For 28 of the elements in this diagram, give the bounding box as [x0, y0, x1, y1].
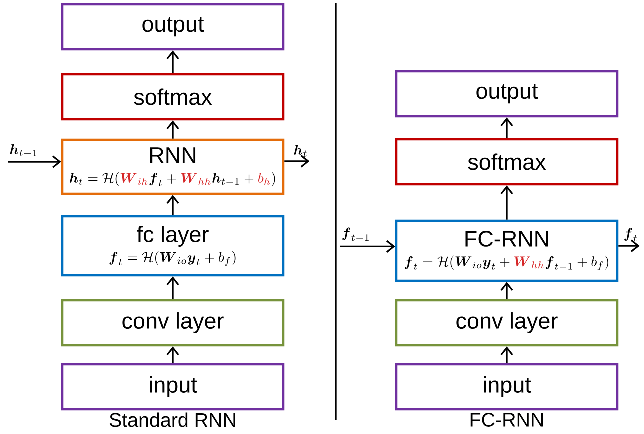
arrow: [166, 120, 180, 139]
arrow: [500, 118, 514, 138]
conv-layer-box: conv layer: [395, 299, 619, 347]
arrow: [166, 346, 180, 364]
state-symbol: $\boldsymbol{f}_{t-1}$: [342, 228, 369, 242]
output-box: output: [61, 3, 285, 51]
input-box: input: [395, 363, 619, 411]
state-symbol: $\boldsymbol{f}_t$: [624, 228, 637, 242]
input-box: input: [61, 363, 285, 411]
arrow: [8, 156, 62, 168]
rnn-box: RNN $\boldsymbol{h}_t=\mathcal{H}({\color[HTML]{D62728}\boldsymbol{W}_{ih}}\boldsymbol{f}_t+{\color[HTML]{D62728}\boldsymbol{W}_{hh}}\boldsymbol{h}_{t-1}+{\color[HTML]{D62728}b_h})$: [61, 138, 285, 196]
fc-layer-box: fc layer $\boldsymbol{f}_t=\mathcal{H}(\boldsymbol{W}_{io}\boldsymbol{y}_t+b_f)$: [61, 215, 285, 277]
arrow: [166, 50, 180, 74]
arrow: [500, 186, 514, 220]
state-symbol: $\boldsymbol{h}_t$: [294, 145, 307, 158]
conv-layer-box: conv layer: [61, 299, 285, 347]
arrow: [340, 240, 396, 253]
state-symbol: $\boldsymbol{h}_{t-1}$: [10, 144, 37, 156]
arrow: [500, 282, 514, 300]
softmax-box: softmax: [395, 138, 619, 186]
arrow: [618, 240, 640, 252]
fc-rnn-box: FC-RNN $\boldsymbol{f}_t=\mathcal{H}(\boldsymbol{W}_{io}\boldsymbol{y}_t+{\color[HTML]{D62728}\boldsymbol{W}_{hh}}\boldsymbol{f}_{t-1}+b_f)$: [395, 220, 619, 282]
arrow: [500, 346, 514, 364]
arrow: [284, 155, 310, 168]
arrow: [166, 195, 180, 216]
output-box: output: [395, 70, 619, 118]
arrow: [166, 276, 180, 300]
softmax-box: softmax: [61, 73, 285, 121]
